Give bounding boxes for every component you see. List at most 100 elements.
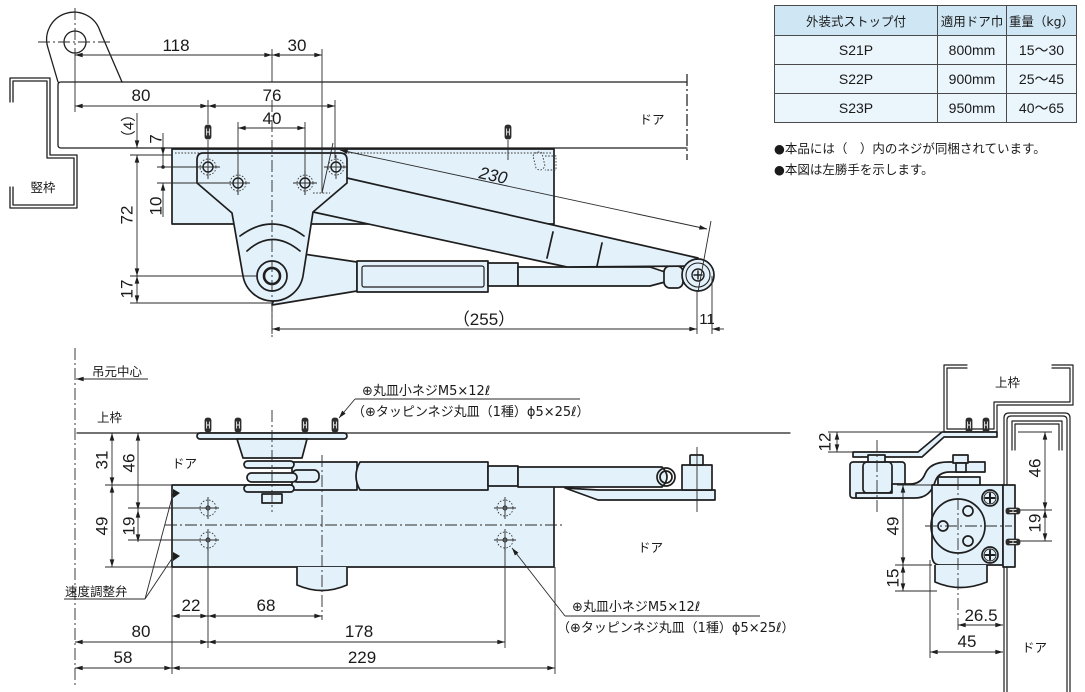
closer-body: [171, 484, 555, 568]
dim-line: [339, 149, 708, 230]
dim-49: 49: [884, 517, 903, 536]
forearm-coupler: [487, 262, 519, 287]
valve-marker-icon: [173, 552, 180, 561]
phillips-cross-icon: [984, 549, 996, 561]
door-label: ドア: [638, 540, 663, 555]
elbow-joint-ring: [685, 262, 711, 288]
screw-icon: [204, 417, 212, 433]
screw-hole: [494, 497, 516, 519]
phillips-cross-icon: [197, 497, 219, 519]
cell-model: S23P: [774, 93, 938, 123]
screw-icon: [234, 417, 242, 433]
arm-bend-line: [596, 242, 603, 267]
dim-229: 229: [348, 648, 376, 667]
door-profile-outer: [1003, 412, 1071, 692]
screw-icon: [301, 417, 309, 433]
dim-76: 76: [263, 86, 282, 105]
forearm-rod: [517, 266, 666, 287]
dim-45: 45: [958, 632, 977, 651]
vertical-frame-label: 竪枠: [30, 180, 56, 195]
body-nut-shank: [955, 462, 967, 473]
dim-30: 30: [288, 36, 307, 55]
screw-icon: [982, 417, 990, 433]
phillips-cross-icon: [984, 492, 996, 504]
table-row: S22P 900mm 25〜45: [774, 64, 1077, 94]
forearm-tube-inner: [361, 265, 485, 288]
head-frame-label: 上枠: [995, 375, 1021, 390]
dim-68: 68: [257, 596, 276, 615]
header-model: 外装式ストップ付: [774, 5, 938, 36]
dim-19: 19: [1026, 514, 1045, 533]
elbow-screw: [691, 268, 705, 282]
dim-46: 46: [120, 454, 139, 473]
dim-255: （255）: [453, 310, 515, 329]
speed-valve-label: 速度調整弁: [65, 584, 128, 599]
cap-hole: [962, 505, 974, 517]
cell-weight: 40〜65: [1006, 93, 1077, 123]
cap-hole: [962, 535, 974, 547]
cell-door-width: 950mm: [937, 93, 1007, 123]
dim-12: 12: [816, 433, 835, 452]
arm-roller: [862, 461, 893, 494]
screw-callout-top: ⊕丸皿小ネジM5×12ℓ: [362, 384, 490, 399]
phillips-cross-icon: [494, 497, 516, 519]
door-channel: [1011, 420, 1063, 451]
dim-15: 15: [884, 569, 903, 588]
cell-model: S22P: [774, 64, 938, 94]
body-nut: [952, 454, 969, 464]
head-frame-profile-outer: [943, 364, 1074, 433]
valve-marker-icon: [173, 489, 180, 498]
side-view: 上枠 ドア: [816, 364, 1074, 692]
dim-17: 17: [118, 280, 137, 299]
screw: [981, 489, 999, 507]
leader-line: [511, 547, 566, 617]
dim-118: 118: [162, 36, 189, 55]
dim-80: 80: [132, 622, 151, 641]
arm-nut: [867, 454, 886, 463]
bracket-plate: [852, 431, 998, 458]
cell-weight: 15〜30: [1006, 35, 1077, 65]
spec-table: 外装式ストップ付 適用ドア巾 重量（kg） S21P 800mm 15〜30 S…: [774, 5, 1077, 123]
header-weight: 重量（kg）: [1006, 5, 1077, 36]
cell-weight: 25〜45: [1006, 64, 1077, 94]
screw: [981, 546, 999, 564]
door-outline: [57, 81, 688, 149]
head-frame-profile-inner: [946, 367, 1071, 430]
leader-line: [338, 398, 356, 419]
hole-center: [502, 505, 508, 511]
dim-72: 72: [118, 206, 137, 225]
cell-door-width: 800mm: [937, 35, 1007, 65]
note-left-hand: ●本図は左勝手を示します。: [774, 162, 934, 177]
body-boss: [934, 565, 988, 589]
screw-callout-bottom: ⊕丸皿小ネジM5×12ℓ: [572, 600, 700, 615]
screw-icon: [331, 417, 339, 433]
screw-rim: [983, 548, 997, 562]
door-label: ドア: [1022, 640, 1047, 655]
screw-icon: [965, 417, 973, 433]
dim-19: 19: [120, 517, 139, 536]
dim-80: 80: [132, 86, 151, 105]
dim-11: 11: [699, 311, 715, 328]
door-label: ドア: [172, 456, 197, 471]
cell-door-width: 900mm: [937, 64, 1007, 94]
dim-7: 7: [147, 134, 166, 143]
hinge-center-label: 吊元中心: [92, 364, 143, 379]
dim-4: （4）: [121, 107, 138, 145]
leader-line: [144, 556, 174, 600]
screw-hole: [197, 497, 219, 519]
arm-end-pin: [659, 470, 673, 484]
dim-49: 49: [93, 517, 112, 536]
screw-icon: [1005, 538, 1021, 546]
forearm-clevis: [663, 265, 684, 289]
door-label: ドア: [639, 112, 664, 127]
extension-line: [321, 142, 334, 194]
note-included-screws: ●本品には（ ）内のネジが同梱されています。: [774, 141, 1046, 156]
leader-line: [144, 493, 174, 600]
dim-22: 22: [182, 596, 201, 615]
table-row: S23P 950mm 40〜65: [774, 93, 1077, 123]
dim-46: 46: [1026, 459, 1045, 478]
dim-58: 58: [114, 648, 133, 667]
arm-bend-line: [546, 231, 554, 259]
plan-view: 竪枠 ドア: [9, 8, 724, 340]
